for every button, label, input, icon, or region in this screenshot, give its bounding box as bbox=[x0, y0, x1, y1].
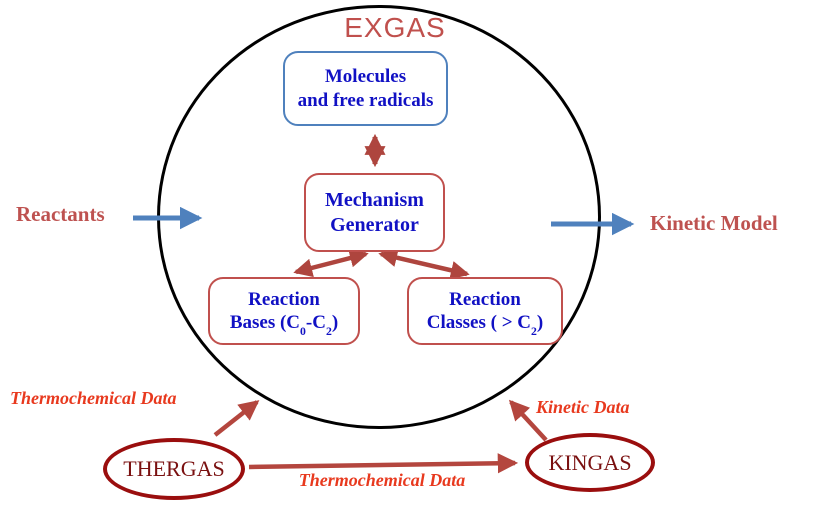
exgas-title: EXGAS bbox=[344, 12, 446, 43]
kingas-label: KINGAS bbox=[548, 449, 632, 475]
reaction-bases-box: Reaction Bases (C0-C2) bbox=[208, 277, 360, 345]
molecules-line1: Molecules bbox=[324, 66, 407, 88]
thergas-to-exgas-arrow bbox=[213, 400, 260, 437]
reaction-bases-line1: Reaction bbox=[248, 288, 320, 310]
reaction-classes-box: Reaction Classes ( > C2) bbox=[407, 277, 563, 345]
thermochemical-data-bottom-label: Thermochemical Data bbox=[298, 470, 466, 490]
mechanism-line1: Mechanism bbox=[325, 189, 424, 212]
reaction-classes-line1: Reaction bbox=[449, 288, 521, 310]
kinetic-model-label: Kinetic Model bbox=[650, 211, 778, 235]
reaction-bases-line2: Bases (C0-C2) bbox=[229, 312, 339, 338]
thergas-ellipse: THERGAS bbox=[103, 438, 245, 500]
mechanism-generator-box: Mechanism Generator bbox=[304, 173, 445, 252]
mechanism-line2: Generator bbox=[330, 213, 419, 236]
molecules-line2: and free radicals bbox=[297, 89, 434, 111]
thergas-to-kingas-arrow bbox=[248, 453, 519, 474]
thergas-label: THERGAS bbox=[123, 456, 225, 481]
kinetic-data-label: Kinetic Data bbox=[536, 397, 630, 417]
kingas-ellipse: KINGAS bbox=[525, 433, 655, 492]
reaction-classes-line2: Classes ( > C2) bbox=[426, 312, 544, 338]
molecules-box: Molecules and free radicals bbox=[283, 51, 448, 126]
reactants-label: Reactants bbox=[16, 202, 105, 226]
thermochemical-data-left-label: Thermochemical Data bbox=[10, 388, 177, 408]
